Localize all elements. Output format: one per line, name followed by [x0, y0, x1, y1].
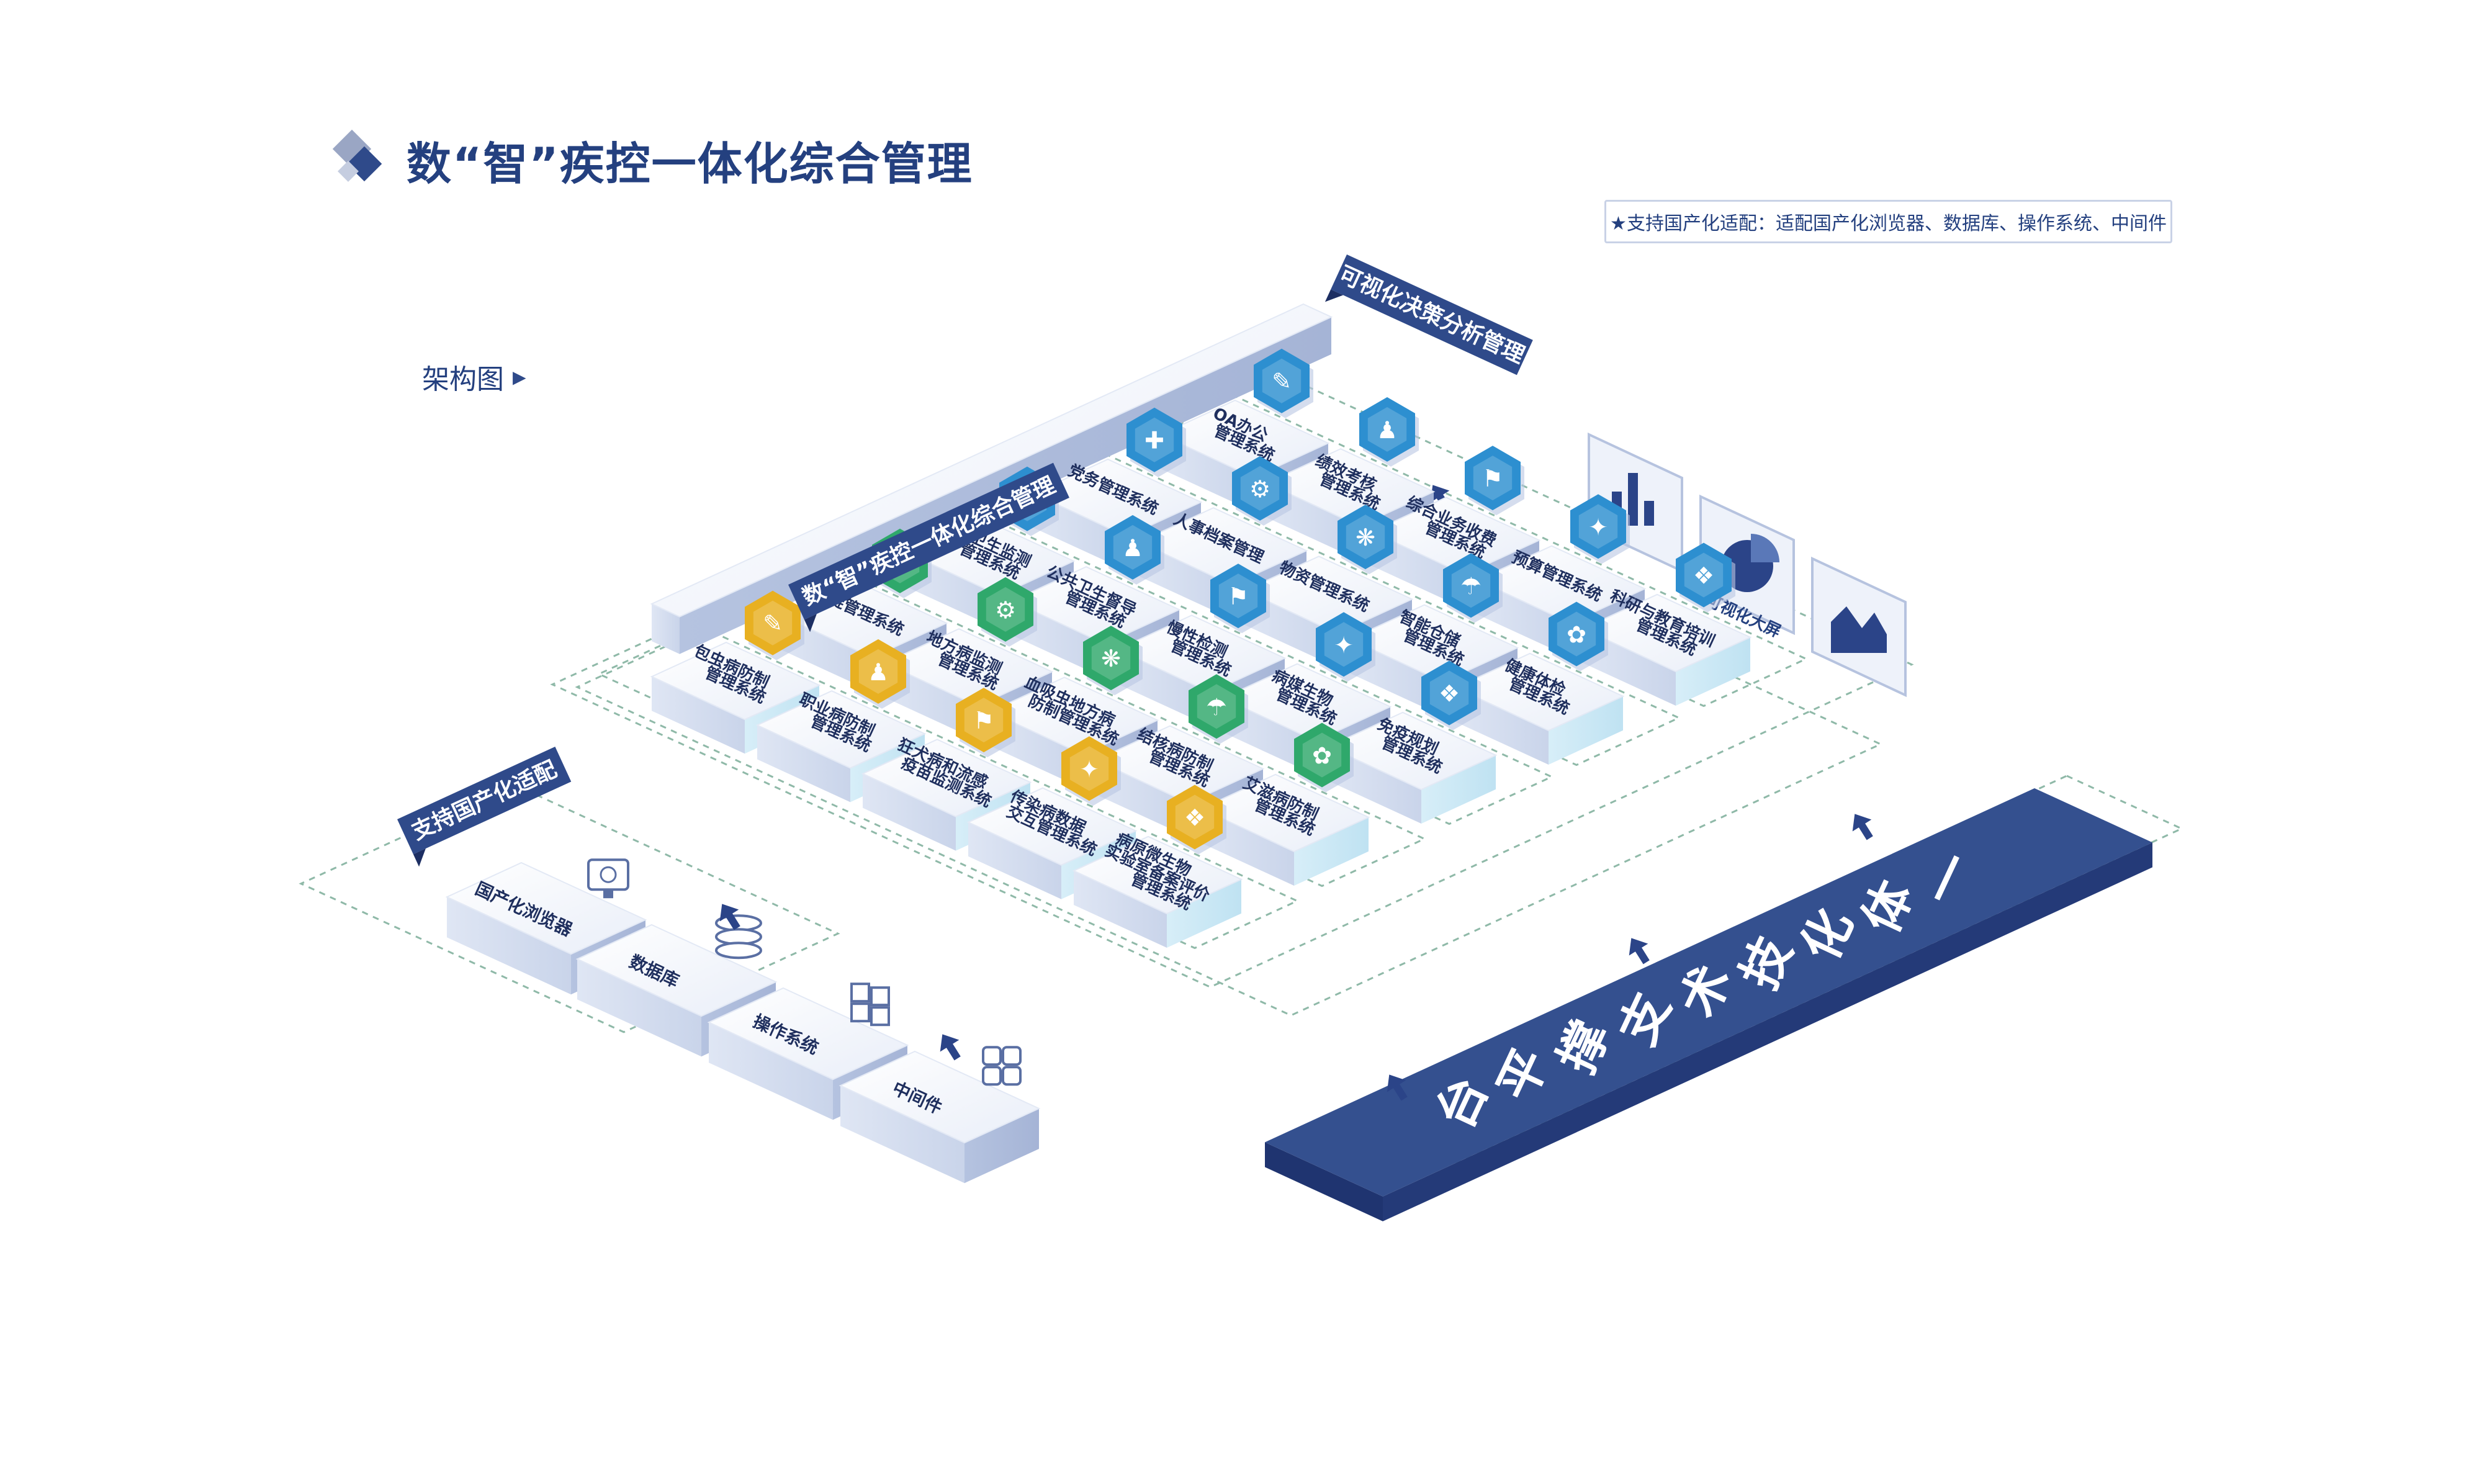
system-hex-icon	[1105, 515, 1161, 580]
support-item: 中间件	[839, 1046, 1041, 1184]
domestic-adaptation-note: ★支持国产化适配：适配国产化浏览器、数据库、操作系统、中间件	[1604, 200, 2172, 243]
svg-text:⚑: ⚑	[1482, 465, 1503, 492]
svg-text:⚙: ⚙	[1249, 475, 1270, 503]
system-hex-icon	[978, 577, 1033, 642]
svg-text:☂: ☂	[1460, 572, 1482, 600]
system-hex-icon	[1294, 722, 1350, 788]
system-hex-icon	[1189, 674, 1244, 739]
browser-icon	[587, 858, 629, 899]
system-hex-icon	[1061, 736, 1117, 801]
svg-text:✎: ✎	[1272, 368, 1292, 395]
system-hex-icon	[1254, 348, 1310, 413]
system-hex-icon	[1570, 494, 1626, 559]
system-module[interactable]: ❋物资管理系统	[1243, 505, 1414, 668]
svg-text:⚙: ⚙	[995, 596, 1016, 624]
architecture-label: 架构图 ▶	[422, 357, 526, 397]
middleware-icon	[982, 1046, 1022, 1086]
svg-text:✎: ✎	[763, 610, 783, 637]
play-arrow-icon: ▶	[513, 366, 526, 387]
svg-text:✚: ✚	[1144, 427, 1164, 454]
system-hex-icon	[1359, 397, 1415, 462]
support-item: 数据库	[575, 914, 778, 1057]
svg-text:❋: ❋	[1101, 645, 1121, 672]
system-hex-icon	[1167, 785, 1223, 850]
page-title: 数“智”疾控一体化综合管理	[407, 138, 973, 190]
svg-text:⚑: ⚑	[973, 707, 994, 734]
svg-text:❖: ❖	[1184, 804, 1205, 832]
svg-text:❖: ❖	[1439, 680, 1460, 708]
system-hex-icon	[1676, 542, 1732, 608]
svg-text:✿: ✿	[1312, 742, 1332, 770]
row-frame-4	[596, 626, 1300, 950]
up-arrow-icon	[940, 1034, 961, 1061]
tech-platform-slab	[1265, 788, 2152, 1197]
svg-text:♟: ♟	[1122, 534, 1143, 562]
svg-text:✦: ✦	[1334, 631, 1354, 659]
support-banner: 支持国产化适配	[397, 746, 572, 867]
system-hex-icon	[1421, 660, 1477, 726]
database-icon	[715, 914, 762, 960]
row-frame-1	[978, 443, 1681, 767]
os-window-icon	[850, 983, 890, 1027]
system-hex-icon	[1465, 446, 1521, 511]
up-arrow-icon	[1629, 938, 1650, 965]
system-hex-icon	[1443, 553, 1499, 618]
system-hex-icon	[1316, 612, 1372, 677]
row-frame-2	[851, 501, 1554, 825]
svg-text:❖: ❖	[1693, 562, 1714, 590]
system-hex-icon	[1083, 626, 1139, 691]
system-hex-icon	[1126, 407, 1182, 472]
system-hex-icon	[956, 688, 1012, 753]
up-arrow-icon	[1387, 1074, 1408, 1101]
area-chart-icon	[1831, 606, 1887, 653]
system-hex-icon	[1338, 505, 1393, 570]
up-arrow-icon	[1852, 814, 1873, 840]
svg-text:❋: ❋	[1356, 524, 1375, 551]
visual-banner-label: 可视化决策分析管理	[1335, 261, 1529, 369]
system-hex-icon	[745, 590, 801, 655]
row-frame-0	[1105, 384, 1809, 708]
visual-screen	[1811, 556, 1907, 698]
support-frame	[299, 784, 840, 1033]
architecture-label-text: 架构图	[422, 364, 504, 395]
system-hex-icon	[1549, 601, 1604, 667]
svg-text:♟: ♟	[868, 659, 889, 686]
system-hex-icon	[850, 639, 906, 704]
svg-text:✿: ✿	[1567, 621, 1586, 649]
row-frame-3	[724, 564, 1427, 888]
svg-text:✦: ✦	[1079, 755, 1099, 783]
svg-text:☂: ☂	[1206, 693, 1227, 721]
visual-banner: 可视化决策分析管理	[1324, 254, 1533, 375]
svg-text:✦: ✦	[1588, 513, 1608, 541]
support-banner-label: 支持国产化适配	[408, 757, 560, 845]
up-arrow-icon	[719, 904, 740, 930]
svg-text:♟: ♟	[1377, 416, 1398, 444]
system-hex-icon	[1210, 564, 1266, 629]
system-hex-icon	[1232, 456, 1288, 521]
svg-text:⚑: ⚑	[1228, 583, 1249, 610]
page-header: 数“智”疾控一体化综合管理	[332, 127, 973, 192]
